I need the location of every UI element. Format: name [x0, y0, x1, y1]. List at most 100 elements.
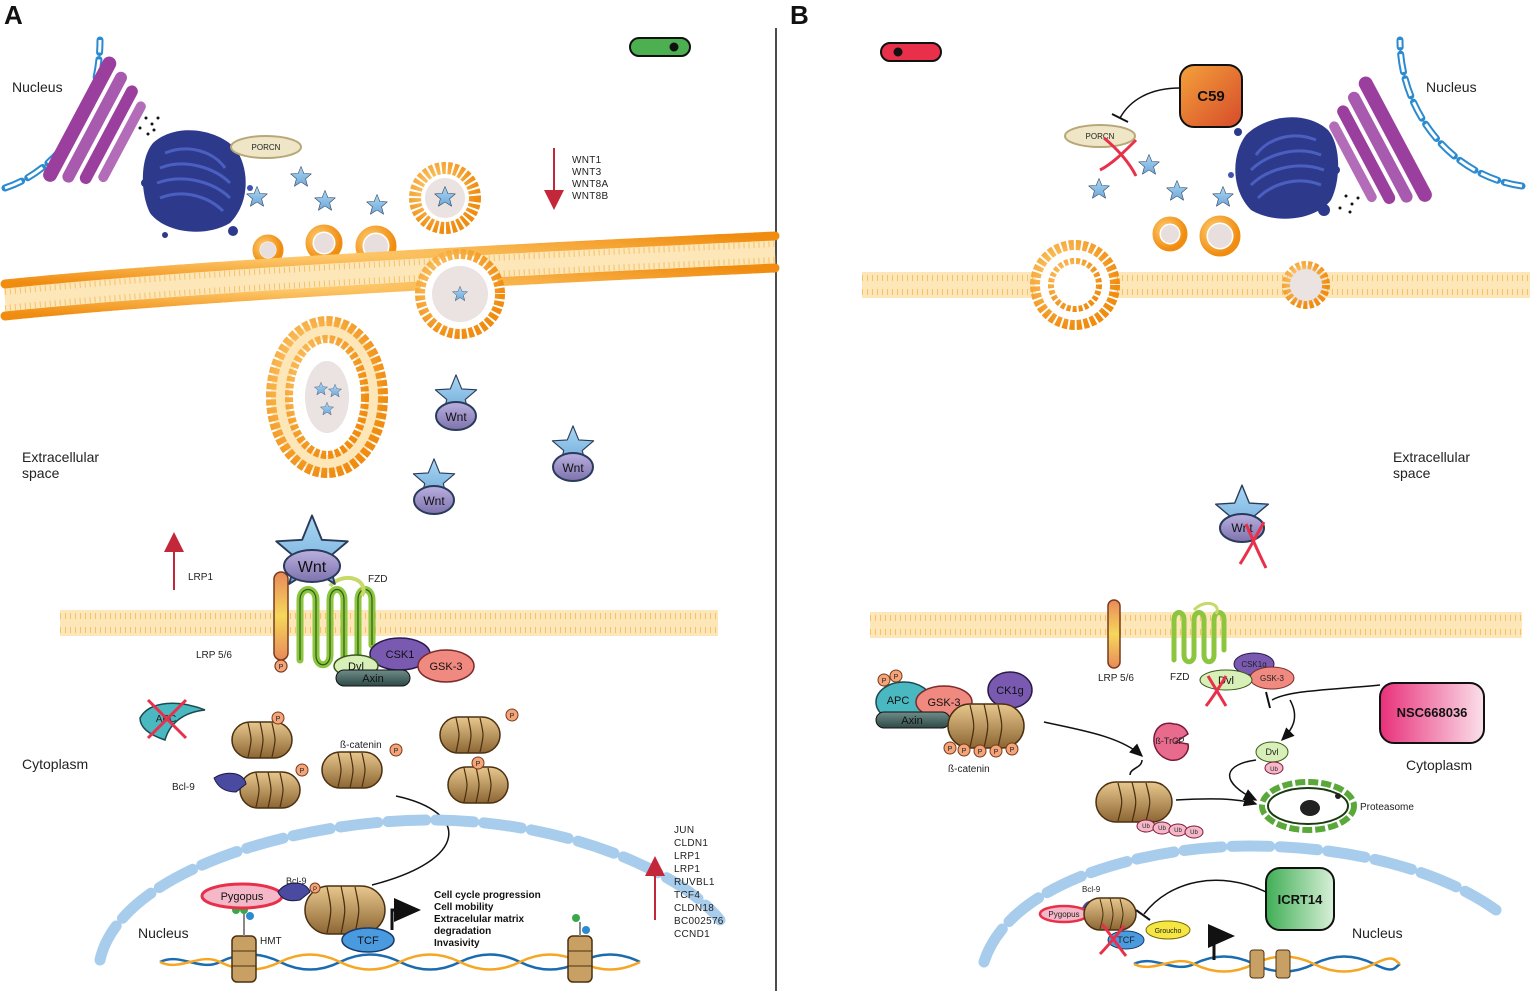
svg-text:P: P [994, 749, 999, 756]
svg-text:P: P [300, 768, 305, 775]
secreted-wnt-molecules [246, 166, 388, 215]
svg-text:FZD: FZD [368, 574, 387, 585]
c59-inhibitor: C59 [1111, 64, 1243, 128]
active-status-icon [629, 37, 691, 57]
inhibition-x-icon [1098, 923, 1128, 957]
svg-text:P: P [978, 749, 983, 756]
svg-text:JUN: JUN [674, 825, 694, 836]
beta-catenin-label-a: ß-catenin [340, 740, 382, 751]
nucleus-label-b-bottom: Nucleus [1352, 925, 1403, 941]
beta-catenin-pool: P P P P P [213, 708, 519, 809]
dvl-complex-inhibited: CSK1g GSK-3 Dvl [1199, 652, 1295, 707]
svg-text:P: P [476, 761, 481, 768]
panel-b: B C59 PORCN [790, 0, 1535, 979]
svg-text:CSK1g: CSK1g [1241, 660, 1266, 669]
extracellular-label-a-2: space [22, 465, 60, 481]
inhibition-x-icon [1204, 675, 1228, 707]
panel-b-letter: B [790, 0, 809, 30]
exocytosis-vesicle [415, 249, 505, 339]
svg-text:PORCN: PORCN [252, 143, 281, 152]
nucleus-label-a-bottom: Nucleus [138, 925, 189, 941]
histones-b [1249, 949, 1291, 979]
transcription-start-arrow-b [1208, 924, 1235, 960]
target-outcomes-list: Cell cycle progression Cell mobility Ext… [434, 890, 541, 949]
golgi-icon [43, 56, 146, 184]
svg-text:NSC668036: NSC668036 [1397, 705, 1468, 720]
svg-text:ß-TrCP: ß-TrCP [1155, 736, 1184, 746]
empty-fusing-vesicle [1030, 240, 1120, 330]
svg-text:P: P [313, 887, 317, 893]
svg-text:C59: C59 [1197, 88, 1225, 105]
svg-text:P: P [279, 664, 284, 671]
panel-a: A Nucleus [0, 0, 780, 983]
ubiquitination-arrow [1043, 721, 1144, 758]
destruction-complex: APC GSK-3 CK1g Axin P P P P P P P [875, 669, 1033, 758]
svg-text:GSK-3: GSK-3 [927, 697, 960, 709]
svg-text:CLDN18: CLDN18 [674, 903, 714, 914]
svg-text:CSK1: CSK1 [386, 649, 415, 661]
histone-right [567, 914, 593, 983]
porcn-inhibited: PORCN [1064, 124, 1138, 177]
svg-text:Ub: Ub [1270, 767, 1278, 773]
svg-text:GSK-3: GSK-3 [429, 661, 462, 673]
svg-text:TCF: TCF [1117, 935, 1135, 945]
svg-text:LRP1: LRP1 [674, 851, 700, 862]
dna-strand-b [1133, 955, 1401, 973]
porcn-enzyme: PORCN [230, 135, 302, 159]
svg-text:PORCN: PORCN [1086, 132, 1115, 141]
svg-text:WNT8B: WNT8B [572, 191, 609, 202]
svg-text:Bcl-9: Bcl-9 [1082, 885, 1101, 894]
svg-text:P: P [882, 678, 887, 685]
nsc668036-inhibitor: NSC668036 [1265, 682, 1485, 744]
plasma-membrane-upper-b [857, 264, 1535, 306]
svg-text:LRP1: LRP1 [674, 864, 700, 875]
vesicle-dots [138, 116, 160, 136]
svg-text:TCF: TCF [357, 935, 379, 947]
beta-catenin-ubiquitinated: Ub Ub Ub Ub [1095, 781, 1204, 839]
plasma-membrane-upper-a [0, 231, 780, 321]
secretory-vesicles [1152, 215, 1241, 257]
frizzled-receptor: FZD [1170, 601, 1227, 683]
wnt-ligand-blocked: Wnt [1214, 484, 1270, 569]
wnt-ligand-bound: Wnt [275, 514, 349, 585]
svg-text:WNT1: WNT1 [572, 155, 602, 166]
svg-text:LRP 5/6: LRP 5/6 [1098, 673, 1134, 684]
svg-text:Groucho: Groucho [1155, 928, 1182, 935]
svg-text:Axin: Axin [901, 715, 922, 727]
svg-text:Cell cycle progression: Cell cycle progression [434, 890, 541, 901]
svg-text:P: P [394, 748, 399, 755]
svg-text:FZD: FZD [1170, 672, 1189, 683]
svg-text:Extracelular matrix: Extracelular matrix [434, 914, 524, 925]
upregulated-gene-list: JUN CLDN1 LRP1 LRP1 RUVBL1 TCF4 CLDN18 B… [674, 825, 723, 940]
endoplasmic-reticulum-icon [1228, 117, 1340, 219]
svg-text:P: P [894, 674, 899, 681]
svg-text:Ub: Ub [1142, 824, 1150, 830]
lrp56-receptor: LRP 5/6 [1098, 599, 1134, 684]
svg-text:Ub: Ub [1174, 828, 1182, 834]
svg-text:Wnt: Wnt [562, 461, 584, 475]
lrp56-receptor: P LRP 5/6 [196, 571, 289, 673]
wnt-ligand: Wnt [434, 374, 478, 431]
svg-text:APC: APC [887, 695, 910, 707]
plasma-membrane-lower-a [55, 602, 723, 644]
svg-text:Wnt: Wnt [423, 494, 445, 508]
beta-trcp: ß-TrCP [1153, 722, 1190, 761]
vesicle-dots [1338, 194, 1360, 214]
golgi-icon [1329, 76, 1432, 204]
svg-text:TCF4: TCF4 [674, 890, 700, 901]
svg-text:Invasivity: Invasivity [434, 938, 480, 949]
svg-text:P: P [276, 716, 281, 723]
svg-text:P: P [948, 746, 953, 753]
svg-text:CLDN1: CLDN1 [674, 838, 708, 849]
extracellular-label-b-2: space [1393, 465, 1431, 481]
hmt-label: HMT [260, 936, 282, 947]
svg-text:Ub: Ub [1190, 830, 1198, 836]
svg-text:RUVBL1: RUVBL1 [674, 877, 715, 888]
exosome [266, 316, 388, 478]
nucleus-envelope-bottom-b [978, 840, 1502, 968]
svg-text:GSK-3: GSK-3 [1260, 674, 1285, 683]
proteasome-icon [1259, 779, 1357, 833]
proteasome-label: Proteasome [1360, 802, 1414, 813]
inhibited-status-icon [880, 42, 942, 62]
small-fusing-vesicle [1282, 261, 1330, 309]
